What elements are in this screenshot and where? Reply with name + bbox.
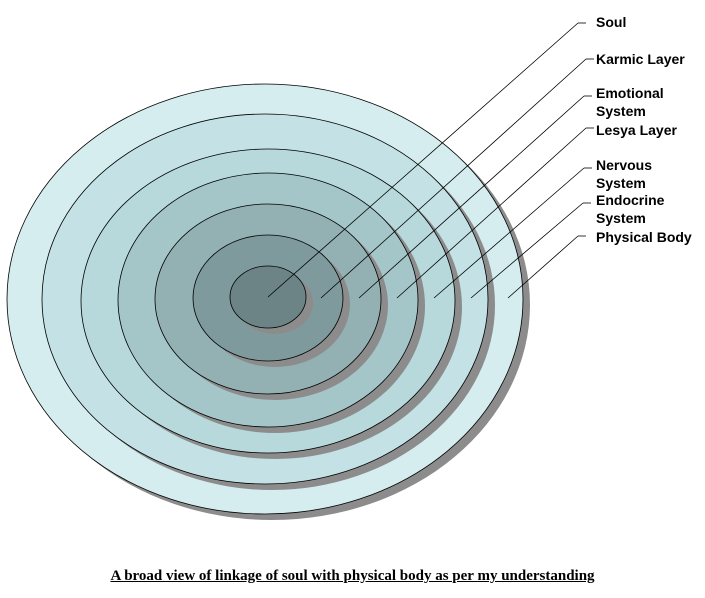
leader-line-nervous-system bbox=[433, 167, 585, 299]
label-soul: Soul bbox=[596, 14, 626, 30]
diagram-caption: A broad view of linkage of soul with phy… bbox=[110, 568, 595, 584]
label-lesya-layer: Lesya Layer bbox=[596, 122, 677, 138]
leader-line-endocrine-system bbox=[470, 202, 584, 299]
concentric-layers bbox=[6, 83, 530, 520]
leader-line-emotional-system bbox=[358, 95, 585, 299]
label-physical-body: Physical Body bbox=[596, 229, 692, 245]
leader-line-karmic-layer bbox=[320, 58, 587, 299]
leader-lines bbox=[267, 22, 594, 299]
leader-line-soul bbox=[267, 22, 579, 298]
leader-line-physical-body bbox=[507, 235, 579, 299]
leader-line-lesya-layer bbox=[396, 127, 587, 299]
label-karmic-layer: Karmic Layer bbox=[596, 51, 685, 67]
